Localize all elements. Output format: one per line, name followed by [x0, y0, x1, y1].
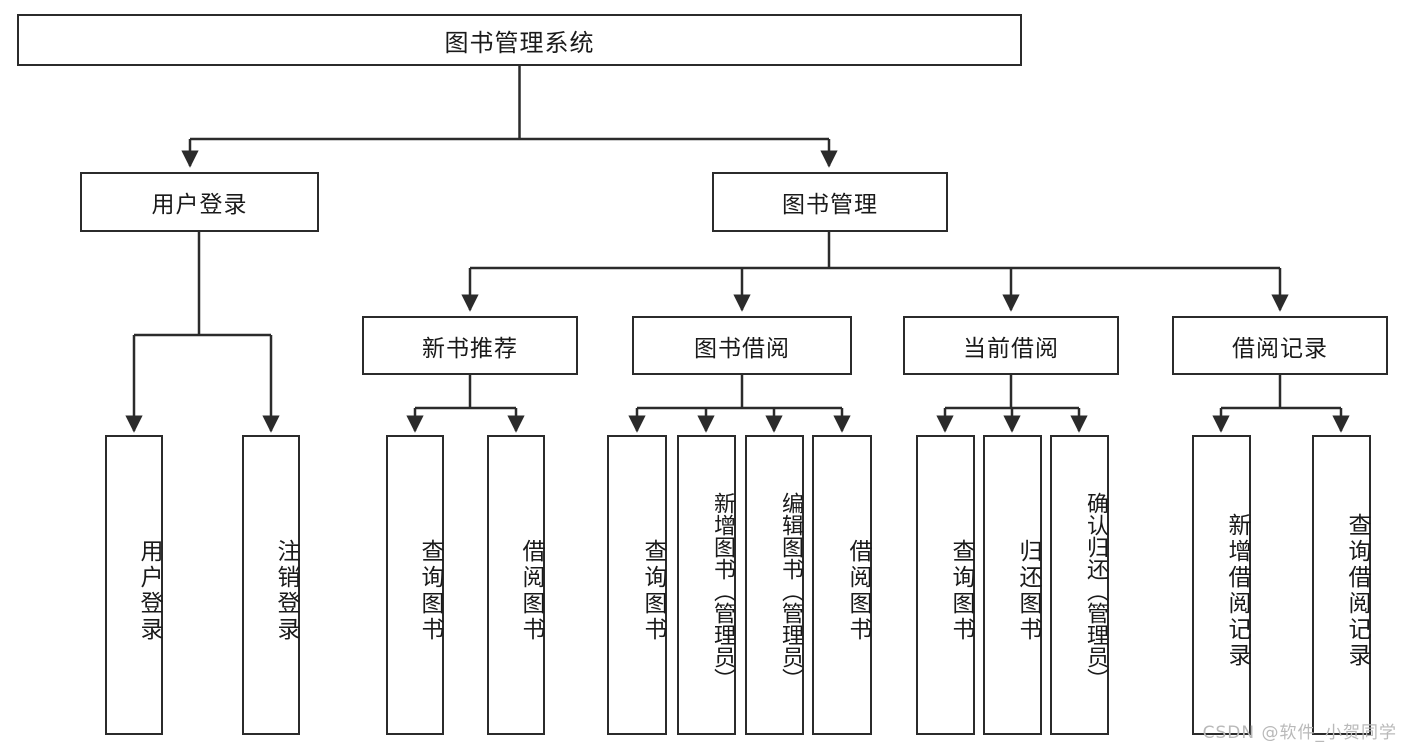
leaf-new-book-query[interactable]: 查询图书 [386, 435, 444, 735]
node-root[interactable]: 图书管理系统 [17, 14, 1022, 66]
node-borrow-record[interactable]: 借阅记录 [1172, 316, 1388, 375]
leaf-label: 注销登录 [273, 539, 299, 643]
leaf-borrow-borrow-book[interactable]: 借阅图书 [812, 435, 872, 735]
node-current-borrow-label: 当前借阅 [963, 335, 1059, 362]
node-current-borrow[interactable]: 当前借阅 [903, 316, 1119, 375]
leaf-user-login-logout[interactable]: 注销登录 [242, 435, 300, 735]
node-user-login-label: 用户登录 [151, 192, 248, 218]
node-new-book-recommend-label: 新书推荐 [422, 335, 518, 362]
leaf-borrow-query-book[interactable]: 查询图书 [607, 435, 667, 735]
watermark: CSDN @软件_小贺同学 [1202, 723, 1397, 743]
leaf-record-add-record[interactable]: 新增借阅记录 [1192, 435, 1251, 735]
node-book-management[interactable]: 图书管理 [712, 172, 948, 232]
leaf-label: 用户登录 [136, 539, 162, 643]
node-new-book-recommend[interactable]: 新书推荐 [362, 316, 578, 375]
leaf-borrow-add-book-admin[interactable]: 新增图书（管理员） [677, 435, 736, 735]
leaf-label: 查询图书 [948, 539, 974, 643]
node-book-borrow[interactable]: 图书借阅 [632, 316, 852, 375]
leaf-new-book-borrow[interactable]: 借阅图书 [487, 435, 545, 735]
leaf-user-login-login[interactable]: 用户登录 [105, 435, 163, 735]
leaf-label: 查询图书 [640, 539, 666, 643]
leaf-label: 查询借阅记录 [1344, 513, 1370, 669]
leaf-label: 编辑图书（管理员） [778, 492, 803, 690]
node-root-label: 图书管理系统 [444, 28, 595, 57]
leaf-current-return-book[interactable]: 归还图书 [983, 435, 1042, 735]
leaf-label: 借阅图书 [518, 539, 544, 643]
leaf-borrow-edit-book-admin[interactable]: 编辑图书（管理员） [745, 435, 804, 735]
node-borrow-record-label: 借阅记录 [1232, 335, 1328, 362]
node-book-borrow-label: 图书借阅 [694, 335, 790, 362]
leaf-record-query-record[interactable]: 查询借阅记录 [1312, 435, 1371, 735]
leaf-label: 查询图书 [417, 539, 443, 643]
node-book-management-label: 图书管理 [782, 192, 878, 218]
leaf-label: 借阅图书 [845, 539, 871, 643]
leaf-current-query-book[interactable]: 查询图书 [916, 435, 975, 735]
leaf-label: 确认归还（管理员） [1083, 492, 1108, 690]
leaf-label: 归还图书 [1015, 539, 1041, 643]
leaf-label: 新增图书（管理员） [710, 492, 735, 690]
leaf-current-confirm-return-admin[interactable]: 确认归还（管理员） [1050, 435, 1109, 735]
node-user-login[interactable]: 用户登录 [80, 172, 319, 232]
leaf-label: 新增借阅记录 [1224, 513, 1250, 669]
